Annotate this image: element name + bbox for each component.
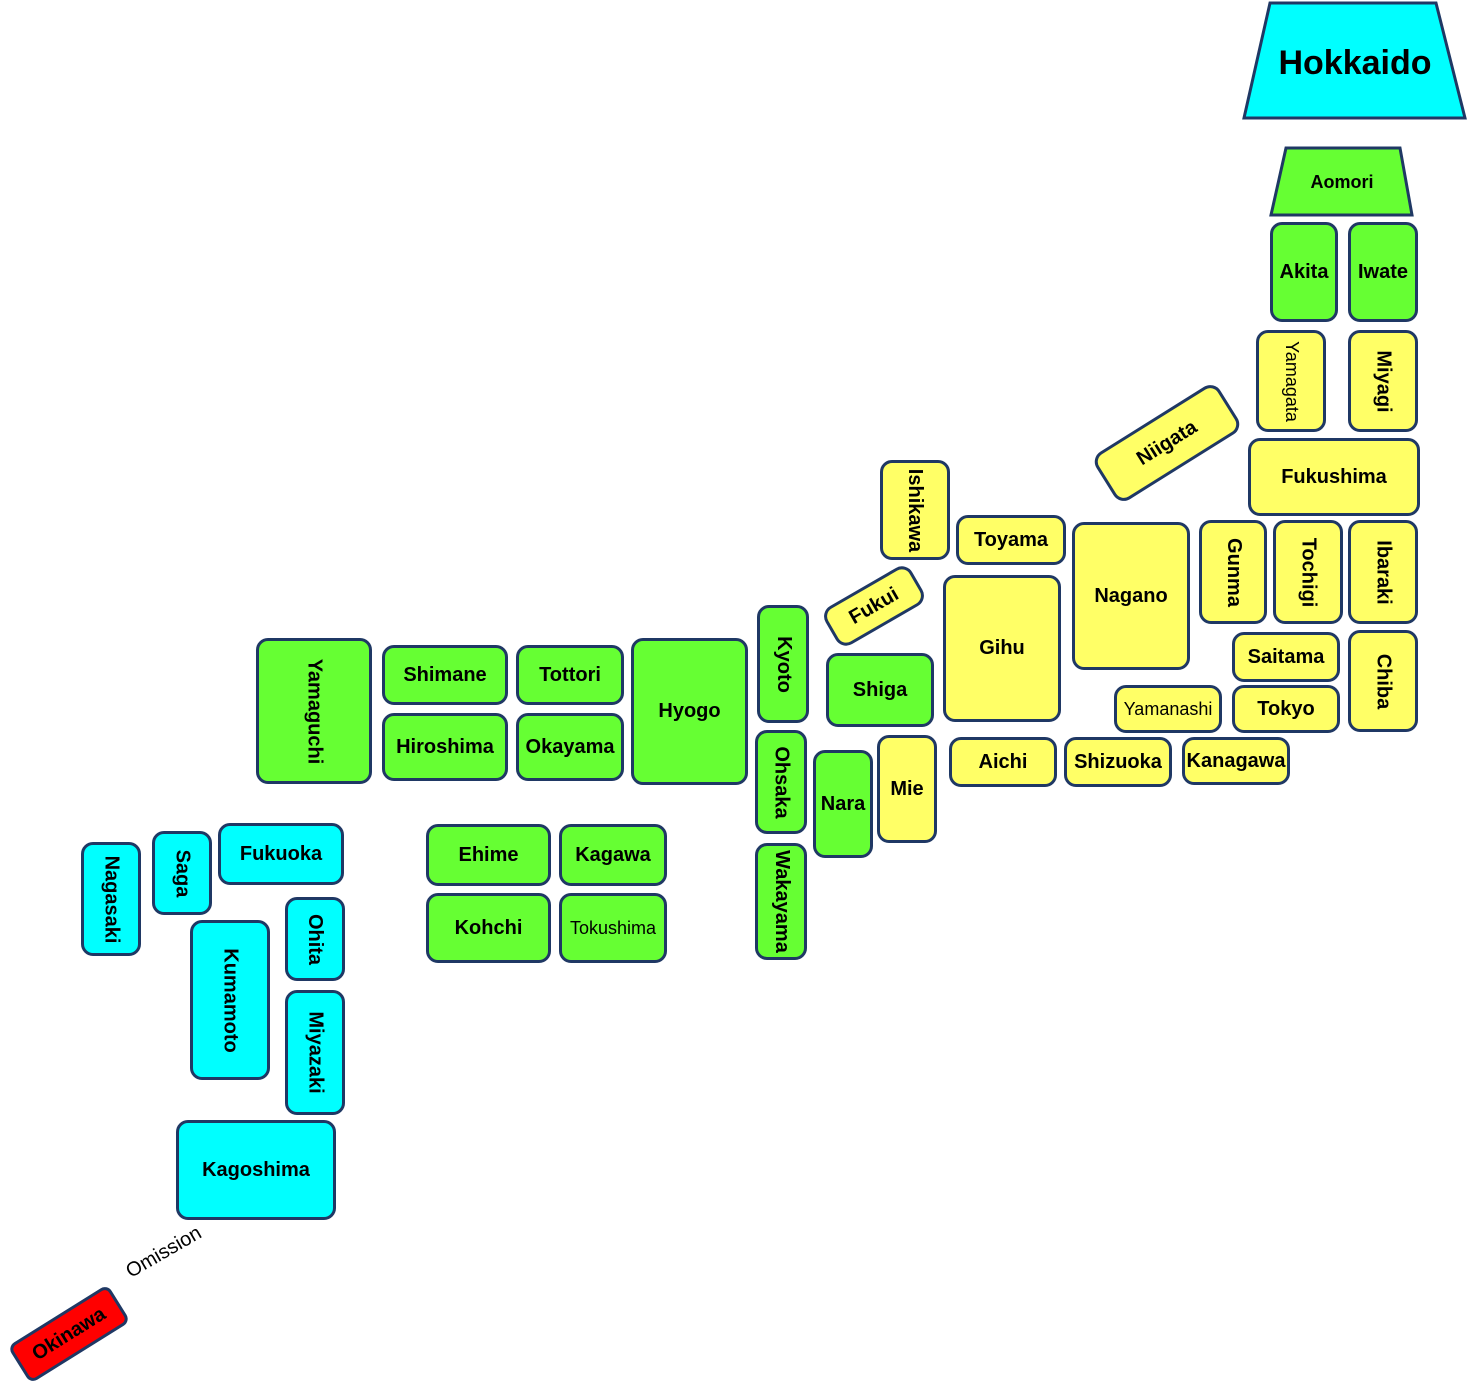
pref-saga[interactable]: Saga: [152, 831, 212, 915]
pref-tottori-label: Tottori: [539, 663, 601, 686]
pref-kumamoto[interactable]: Kumamoto: [190, 920, 270, 1080]
pref-ishikawa-label: Ishikawa: [904, 468, 927, 552]
pref-hyogo[interactable]: Hyogo: [631, 638, 748, 785]
pref-shizuoka-label: Shizuoka: [1074, 750, 1162, 773]
pref-kohchi[interactable]: Kohchi: [426, 893, 551, 963]
pref-mie-label: Mie: [890, 777, 924, 800]
pref-akita[interactable]: Akita: [1270, 222, 1338, 322]
pref-nagano-label: Nagano: [1094, 584, 1168, 607]
pref-fukuoka[interactable]: Fukuoka: [218, 823, 344, 885]
pref-gihu-label: Gihu: [979, 637, 1025, 659]
pref-nagasaki[interactable]: Nagasaki: [81, 842, 141, 956]
pref-fukui-label: Fukui: [845, 582, 903, 629]
pref-niigata[interactable]: Niigata: [1090, 380, 1244, 506]
pref-ibaraki-label: Ibaraki: [1372, 539, 1395, 605]
pref-miyagi-label: Miyagi: [1372, 349, 1395, 413]
pref-kagoshima-label: Kagoshima: [202, 1158, 310, 1181]
pref-wakayama-label: Wakayama: [770, 850, 793, 953]
pref-chiba-label: Chiba: [1372, 653, 1395, 709]
pref-toyama[interactable]: Toyama: [956, 515, 1066, 565]
pref-kumamoto-label: Kumamoto: [219, 947, 242, 1053]
pref-kyoto[interactable]: Kyoto: [757, 605, 809, 723]
pref-tokushima[interactable]: Tokushima: [559, 893, 667, 963]
pref-tochigi[interactable]: Tochigi: [1273, 520, 1343, 624]
pref-yamanashi[interactable]: Yamanashi: [1114, 685, 1222, 733]
aomori-shape[interactable]: [1268, 145, 1416, 219]
pref-iwate[interactable]: Iwate: [1348, 222, 1418, 322]
pref-ibaraki[interactable]: Ibaraki: [1348, 520, 1418, 624]
pref-hiroshima[interactable]: Hiroshima: [382, 713, 508, 781]
pref-yamanashi-label: Yamanashi: [1123, 698, 1213, 719]
pref-tottori[interactable]: Tottori: [516, 645, 624, 705]
pref-ohsaka-label: Ohsaka: [770, 745, 793, 819]
pref-shimane-label: Shimane: [403, 663, 487, 686]
pref-fukui[interactable]: Fukui: [819, 561, 929, 651]
pref-saitama-label: Saitama: [1247, 645, 1325, 668]
pref-yamagata[interactable]: Yamagata: [1256, 330, 1326, 432]
pref-ehime[interactable]: Ehime: [426, 824, 551, 886]
pref-kanagawa[interactable]: Kanagawa: [1182, 737, 1290, 785]
pref-nara-label: Nara: [820, 792, 866, 815]
pref-kohchi-label: Kohchi: [454, 916, 523, 939]
pref-ishikawa[interactable]: Ishikawa: [880, 460, 950, 560]
pref-wakayama[interactable]: Wakayama: [755, 843, 807, 960]
omission-label: Omission: [122, 1221, 206, 1283]
pref-kagawa-label: Kagawa: [575, 843, 651, 866]
pref-nagasaki-label: Nagasaki: [100, 855, 123, 943]
pref-shimane[interactable]: Shimane: [382, 645, 508, 705]
pref-yamaguchi-label: Yamaguchi: [303, 658, 326, 764]
pref-fukushima[interactable]: Fukushima: [1248, 438, 1420, 516]
pref-tochigi-label: Tochigi: [1297, 537, 1320, 607]
pref-kagoshima[interactable]: Kagoshima: [176, 1120, 336, 1220]
pref-tokyo-label: Tokyo: [1257, 697, 1315, 720]
pref-miyazaki[interactable]: Miyazaki: [285, 990, 345, 1115]
pref-ohsaka[interactable]: Ohsaka: [755, 730, 807, 834]
pref-shiga-label: Shiga: [852, 678, 908, 701]
pref-tokyo[interactable]: Tokyo: [1232, 685, 1340, 733]
pref-miyazaki-label: Miyazaki: [304, 1011, 327, 1094]
pref-okinawa[interactable]: Okinawa: [7, 1284, 131, 1384]
pref-akita-label: Akita: [1279, 260, 1329, 283]
pref-ehime-label: Ehime: [458, 843, 519, 866]
pref-okayama[interactable]: Okayama: [516, 713, 624, 781]
pref-hiroshima-label: Hiroshima: [396, 735, 494, 758]
pref-ohita[interactable]: Ohita: [285, 897, 345, 981]
pref-shizuoka[interactable]: Shizuoka: [1064, 737, 1172, 787]
pref-kagawa[interactable]: Kagawa: [559, 824, 667, 886]
pref-aichi[interactable]: Aichi: [949, 737, 1057, 787]
pref-okayama-label: Okayama: [525, 735, 615, 758]
pref-saitama[interactable]: Saitama: [1232, 632, 1340, 682]
pref-miyagi[interactable]: Miyagi: [1348, 330, 1418, 432]
pref-fukushima-label: Fukushima: [1281, 465, 1387, 488]
pref-aichi-label: Aichi: [978, 750, 1028, 773]
pref-saga-label: Saga: [171, 849, 194, 897]
pref-hyogo-label: Hyogo: [658, 700, 721, 722]
pref-gunma[interactable]: Gunma: [1199, 520, 1267, 624]
pref-tokushima-label: Tokushima: [569, 917, 657, 938]
pref-fukuoka-label: Fukuoka: [239, 842, 323, 865]
pref-ohita-label: Ohita: [304, 913, 327, 965]
pref-gunma-label: Gunma: [1222, 537, 1245, 607]
pref-kyoto-label: Kyoto: [772, 635, 795, 693]
pref-kanagawa-label: Kanagawa: [1186, 749, 1286, 772]
pref-yamaguchi[interactable]: Yamaguchi: [256, 638, 372, 784]
pref-toyama-label: Toyama: [973, 528, 1049, 551]
pref-yamagata-label: Yamagata: [1281, 340, 1302, 422]
pref-chiba[interactable]: Chiba: [1348, 630, 1418, 732]
hokkaido-shape[interactable]: [1240, 0, 1469, 122]
pref-nara[interactable]: Nara: [813, 750, 873, 858]
pref-gihu[interactable]: Gihu: [943, 575, 1061, 722]
pref-okinawa-label: Okinawa: [28, 1302, 110, 1365]
pref-mie[interactable]: Mie: [877, 735, 937, 843]
pref-nagano[interactable]: Nagano: [1072, 522, 1190, 670]
pref-shiga[interactable]: Shiga: [826, 653, 934, 727]
pref-niigata-label: Niigata: [1132, 415, 1201, 470]
pref-iwate-label: Iwate: [1357, 260, 1409, 283]
